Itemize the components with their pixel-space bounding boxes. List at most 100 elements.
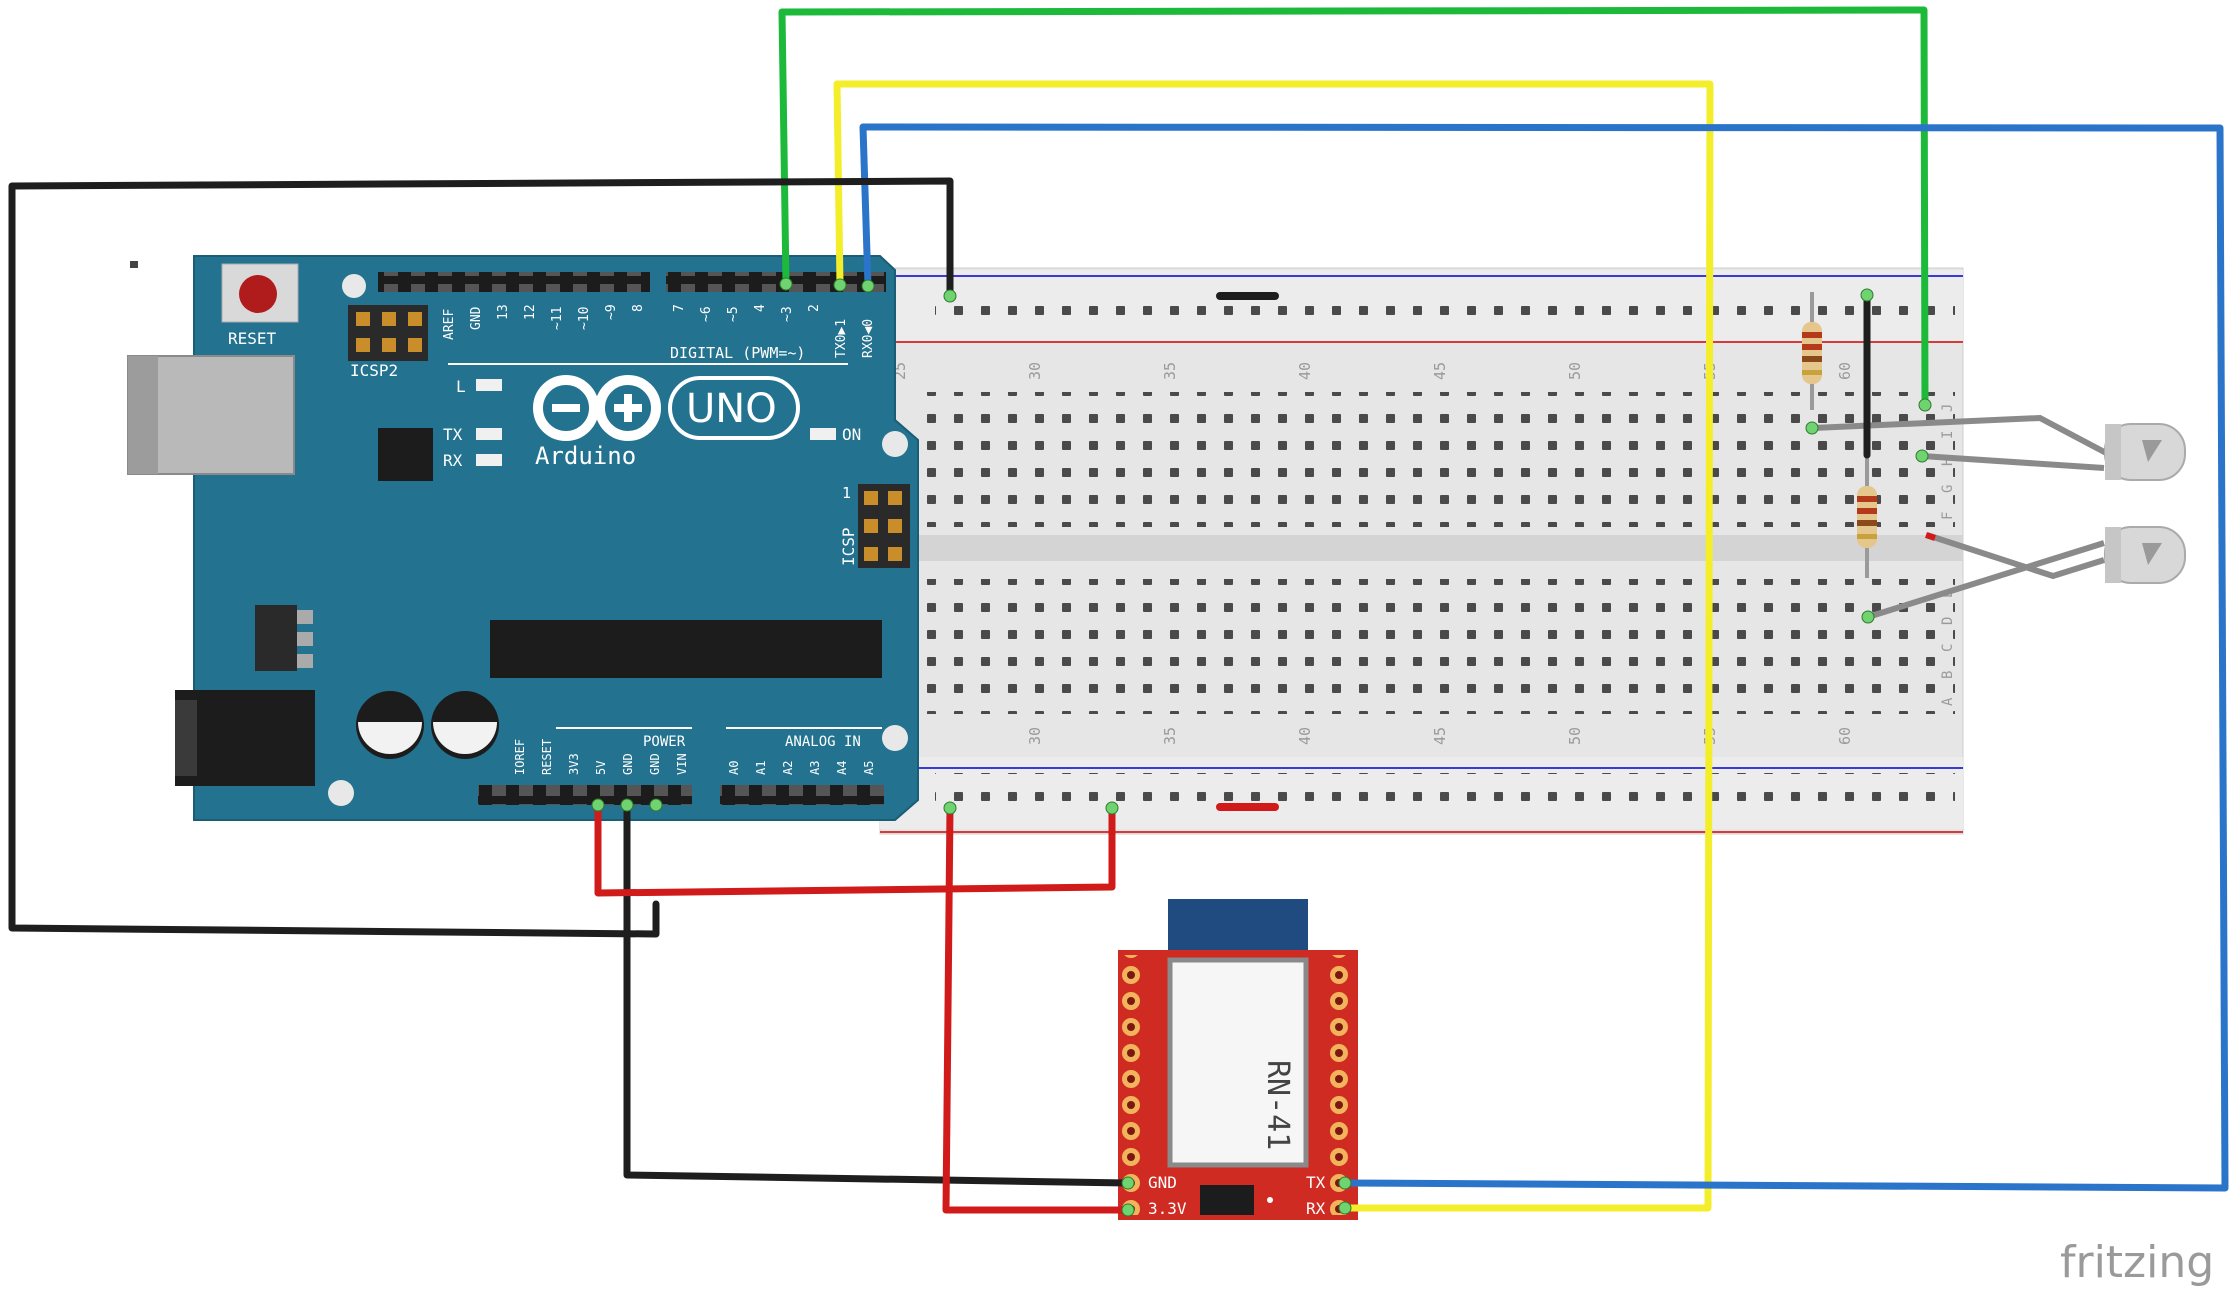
pin-label: A5 xyxy=(862,761,876,775)
led-l xyxy=(476,379,502,391)
resistor xyxy=(1857,452,1877,578)
pin-label: VIN xyxy=(675,753,689,775)
top-terminal-block xyxy=(920,392,1955,527)
row-letter: F xyxy=(1940,512,1956,520)
fritzing-watermark: fritzing xyxy=(2060,1237,2214,1288)
row-letter: C xyxy=(1940,644,1956,652)
wire-red-module xyxy=(942,804,1132,1214)
led-on-label: ON xyxy=(842,425,861,444)
led-tx xyxy=(476,428,502,440)
mounting-hole xyxy=(882,431,908,457)
pin-label: ~10 xyxy=(577,307,592,330)
voltage-regulator xyxy=(255,605,297,671)
pin-label: 5V xyxy=(594,761,608,775)
pin-label: ~9 xyxy=(604,304,619,320)
pin-label: 7 xyxy=(672,304,687,312)
col-number: 35 xyxy=(1161,362,1179,380)
wire-yellow xyxy=(833,80,1714,1212)
col-number: 40 xyxy=(1296,727,1314,745)
reset-label: RESET xyxy=(228,329,277,348)
col-number: 30 xyxy=(1026,727,1044,745)
pin-label: 8 xyxy=(631,304,646,312)
led-component xyxy=(1867,526,2186,620)
pin-label: 2 xyxy=(807,304,822,312)
lock-icon xyxy=(130,261,138,268)
pin-label: 13 xyxy=(496,304,511,320)
pin-label: A4 xyxy=(835,761,849,775)
col-number: 45 xyxy=(1431,362,1449,380)
col-number: 35 xyxy=(1161,727,1179,745)
module-pin-rx: RX xyxy=(1306,1199,1326,1218)
center-channel xyxy=(880,535,1963,561)
arduino-uno-board: RESET ICSP2 1 ICSP xyxy=(127,255,919,821)
led-l-label: L xyxy=(456,377,466,396)
analog-label: ANALOG IN xyxy=(785,734,861,750)
power-label: POWER xyxy=(643,734,686,750)
icsp-pin1-label: 1 xyxy=(842,484,851,502)
led-component xyxy=(1812,414,2186,481)
pin-label: A0 xyxy=(727,761,741,775)
pin-label: GND xyxy=(469,306,484,330)
col-number: 45 xyxy=(1431,727,1449,745)
pin-label: ~3 xyxy=(780,306,795,322)
row-letter: B xyxy=(1940,671,1956,679)
bottom-terminal-block xyxy=(920,579,1955,714)
wire-red-5v xyxy=(594,801,1116,897)
mounting-hole xyxy=(328,780,354,806)
mounting-hole xyxy=(342,274,366,298)
rn41-bluetooth-module: RN-41 GND 3.3V TX RX xyxy=(1118,899,1358,1220)
pin-label: TX0▶1 xyxy=(834,319,849,358)
brand-label: Arduino xyxy=(535,442,636,470)
module-pin-3v3: 3.3V xyxy=(1148,1199,1187,1218)
module-chip xyxy=(1200,1185,1254,1215)
led-rx-label: RX xyxy=(443,451,463,470)
pin-label: ~11 xyxy=(550,307,565,330)
led-tx-label: TX xyxy=(443,425,463,444)
reset-button[interactable] xyxy=(239,275,277,313)
pin-label: ~5 xyxy=(726,306,741,322)
pin-label: RESET xyxy=(540,739,554,775)
usb-chip xyxy=(378,428,433,481)
wire-black-top xyxy=(8,177,954,938)
row-letter: J xyxy=(1940,404,1956,412)
row-letter: A xyxy=(1940,697,1956,706)
pin-label: A1 xyxy=(754,761,768,775)
pin-label: A3 xyxy=(808,761,822,775)
capacitor xyxy=(356,691,424,759)
model-label: UNO xyxy=(686,386,777,432)
pin-label: GND xyxy=(648,753,662,775)
col-number: 30 xyxy=(1026,362,1044,380)
module-name: RN-41 xyxy=(1260,1060,1295,1150)
pin-label: ~6 xyxy=(699,306,714,322)
resistor xyxy=(1802,292,1822,410)
icsp-label: ICSP xyxy=(839,527,858,566)
wire-green xyxy=(778,6,1929,409)
row-letter: G xyxy=(1940,485,1956,493)
module-pin-tx: TX xyxy=(1306,1173,1326,1192)
digital-label: DIGITAL (PWM=~) xyxy=(670,344,805,362)
breadboard: 25 30 35 40 45 50 55 60 25 30 35 40 45 5… xyxy=(879,267,1964,835)
arduino-logo xyxy=(533,375,661,441)
pin-label: 12 xyxy=(523,304,538,320)
row-letter: I xyxy=(1940,431,1956,439)
pin-label: GND xyxy=(621,753,635,775)
pin-label: AREF xyxy=(442,309,457,340)
col-number: 40 xyxy=(1296,362,1314,380)
mounting-hole xyxy=(882,725,908,751)
pin-label: 3V3 xyxy=(567,753,581,775)
col-number: 50 xyxy=(1566,727,1584,745)
dc-power-jack xyxy=(175,690,315,786)
col-number: 60 xyxy=(1836,362,1854,380)
pin-label: A2 xyxy=(781,761,795,775)
module-pin-gnd: GND xyxy=(1148,1173,1177,1192)
wire-black-bottom xyxy=(623,801,1132,1187)
uno-badge xyxy=(668,376,800,440)
pin-label: RX0◀0 xyxy=(861,319,876,358)
row-letter: H xyxy=(1940,458,1956,466)
col-number: 50 xyxy=(1566,362,1584,380)
row-letter: D xyxy=(1940,617,1956,625)
led-rx xyxy=(476,454,502,466)
led-on xyxy=(810,428,836,440)
pin-label: 4 xyxy=(753,304,768,312)
